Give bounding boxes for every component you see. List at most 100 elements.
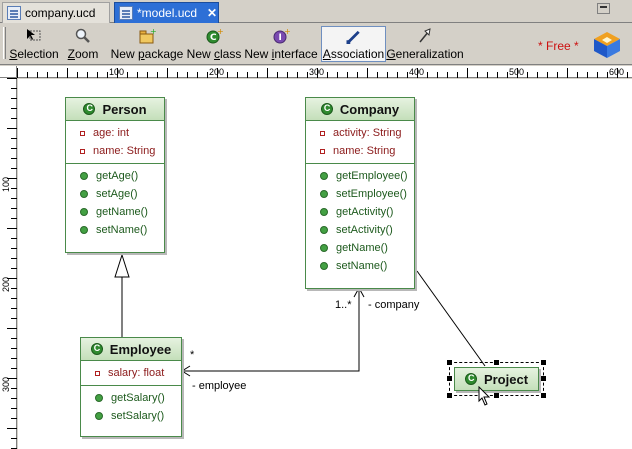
resize-handle[interactable] bbox=[447, 393, 452, 398]
operation-row[interactable]: getName() bbox=[306, 239, 414, 257]
class-header: Company bbox=[306, 98, 414, 121]
ruler-tick bbox=[11, 88, 17, 89]
operation-text: setName() bbox=[96, 224, 148, 236]
class-name: Employee bbox=[109, 341, 172, 357]
zoom-tool-button[interactable]: Zoom bbox=[64, 26, 102, 62]
association-tool-button[interactable]: Association bbox=[321, 26, 386, 62]
close-icon[interactable]: ✕ bbox=[207, 6, 218, 20]
attribute-row[interactable]: name: String bbox=[306, 142, 414, 160]
new-interface-tool-button[interactable]: I + New interface bbox=[244, 26, 318, 62]
minimize-button[interactable] bbox=[597, 3, 610, 14]
operation-row[interactable]: setAge() bbox=[66, 185, 164, 203]
toolbar-grip[interactable] bbox=[3, 27, 6, 59]
ruler-tick bbox=[387, 72, 388, 78]
ruler-tick bbox=[11, 308, 17, 309]
class-employee[interactable]: Employee salary: float getSalary() setSa… bbox=[80, 337, 182, 437]
resize-handle[interactable] bbox=[447, 376, 452, 381]
public-operation-icon bbox=[320, 190, 328, 198]
tab-model-ucd[interactable]: *model.ucd ✕ bbox=[114, 2, 219, 23]
attribute-row[interactable]: activity: String bbox=[306, 124, 414, 142]
ruler-label: 500 bbox=[509, 67, 524, 77]
ruler-tick bbox=[11, 348, 17, 349]
class-icon bbox=[90, 343, 103, 355]
operation-text: setAge() bbox=[96, 188, 138, 200]
tool-label: New interface bbox=[244, 47, 318, 61]
ruler-tick bbox=[11, 338, 17, 339]
editor-tab-bar: company.ucd *model.ucd ✕ bbox=[0, 0, 632, 23]
ruler-tick bbox=[57, 72, 58, 78]
resize-handle[interactable] bbox=[447, 360, 452, 365]
ruler-tick bbox=[357, 72, 358, 78]
ruler-tick bbox=[11, 218, 17, 219]
tab-company-ucd[interactable]: company.ucd bbox=[2, 2, 110, 23]
class-name: Company bbox=[339, 101, 400, 117]
attribute-text: salary: float bbox=[108, 367, 165, 379]
ruler-tick bbox=[11, 258, 17, 259]
ruler-tick bbox=[7, 328, 17, 329]
ruler-tick bbox=[437, 72, 438, 78]
ruler-tick bbox=[11, 188, 17, 189]
ruler-tick bbox=[37, 72, 38, 78]
diagram-canvas[interactable]: Person age: int name: String getAge() se… bbox=[18, 79, 632, 449]
tool-label: Selection bbox=[9, 47, 59, 61]
attribute-row[interactable]: age: int bbox=[66, 124, 164, 142]
operations-section: getSalary() setSalary() bbox=[81, 386, 181, 428]
class-name: Project bbox=[483, 371, 529, 387]
multiplicity-label: * bbox=[190, 349, 195, 361]
attribute-text: name: String bbox=[93, 145, 156, 157]
ruler-tick bbox=[427, 72, 428, 78]
operation-row[interactable]: setName() bbox=[306, 257, 414, 275]
operation-row[interactable]: setSalary() bbox=[81, 407, 181, 425]
ruler-tick bbox=[17, 68, 18, 78]
resize-handle[interactable] bbox=[541, 360, 546, 365]
new-class-tool-button[interactable]: C + New class bbox=[186, 26, 242, 62]
project-link-line[interactable] bbox=[416, 270, 486, 367]
resize-handle[interactable] bbox=[541, 393, 546, 398]
operation-row[interactable]: setActivity() bbox=[306, 221, 414, 239]
ruler-tick bbox=[317, 68, 318, 78]
operation-row[interactable]: getEmployee() bbox=[306, 167, 414, 185]
resize-handle[interactable] bbox=[494, 360, 499, 365]
operation-text: getEmployee() bbox=[336, 170, 408, 182]
generalization-tool-button[interactable]: Generalization bbox=[386, 26, 464, 62]
operation-row[interactable]: getAge() bbox=[66, 167, 164, 185]
attribute-text: name: String bbox=[333, 145, 396, 157]
ruler-tick bbox=[167, 68, 168, 78]
ruler-tick bbox=[367, 68, 368, 78]
selection-tool-button[interactable]: Selection bbox=[9, 26, 59, 62]
class-icon bbox=[83, 103, 96, 115]
operation-row[interactable]: getActivity() bbox=[306, 203, 414, 221]
ruler-tick bbox=[207, 72, 208, 78]
operation-row[interactable]: getName() bbox=[66, 203, 164, 221]
operation-row[interactable]: setName() bbox=[66, 221, 164, 239]
attributes-section: salary: float bbox=[81, 361, 181, 386]
attribute-row[interactable]: name: String bbox=[66, 142, 164, 160]
class-person[interactable]: Person age: int name: String getAge() se… bbox=[65, 97, 165, 253]
resize-handle[interactable] bbox=[494, 393, 499, 398]
class-company[interactable]: Company activity: String name: String ge… bbox=[305, 97, 415, 289]
new-package-tool-button[interactable]: + New package bbox=[110, 26, 184, 62]
generalization-arrowhead bbox=[114, 253, 130, 278]
public-operation-icon bbox=[95, 412, 103, 420]
ruler-tick bbox=[467, 68, 468, 78]
app-logo-cube-icon bbox=[594, 32, 620, 58]
operation-row[interactable]: getSalary() bbox=[81, 389, 181, 407]
class-icon bbox=[320, 103, 333, 115]
attribute-row[interactable]: salary: float bbox=[81, 364, 181, 382]
operation-text: setSalary() bbox=[111, 410, 165, 422]
ruler-tick bbox=[267, 68, 268, 78]
ruler-tick bbox=[147, 72, 148, 78]
ruler-tick bbox=[107, 72, 108, 78]
public-operation-icon bbox=[320, 244, 328, 252]
public-operation-icon bbox=[320, 226, 328, 234]
svg-text:+: + bbox=[284, 28, 290, 36]
class-project[interactable]: Project bbox=[454, 367, 539, 391]
operation-row[interactable]: setEmployee() bbox=[306, 185, 414, 203]
operation-text: getName() bbox=[96, 206, 148, 218]
vertical-ruler: 100 200 300 bbox=[0, 78, 17, 449]
ruler-tick bbox=[447, 72, 448, 78]
association-line[interactable] bbox=[182, 288, 360, 372]
class-name: Person bbox=[102, 101, 147, 117]
resize-handle[interactable] bbox=[541, 376, 546, 381]
public-operation-icon bbox=[80, 190, 88, 198]
